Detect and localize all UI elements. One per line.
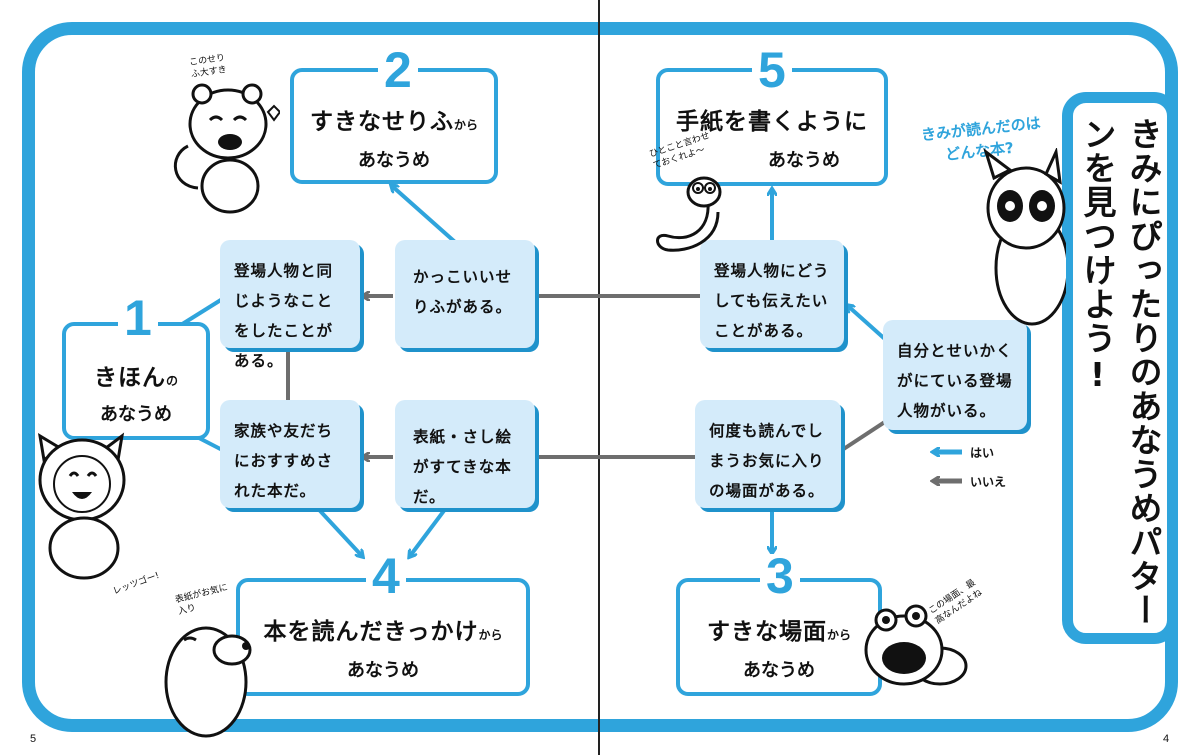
result-5-sub: あなうめ (768, 150, 840, 171)
page-gutter (598, 0, 600, 755)
result-1-sub: あなうめ (100, 404, 172, 425)
result-2-sub: あなうめ (358, 150, 430, 171)
result-2-small: から (453, 118, 478, 132)
result-3-main: すきな場面 (706, 619, 827, 645)
result-3-number: 3 (760, 551, 800, 601)
legend-yes-label: はい (970, 446, 995, 460)
question-q3-text: 何度も読んでしまうお気に入りの場面がある。 (709, 422, 825, 500)
result-1-main: きほん (93, 365, 166, 391)
arrow-yes-q5-r4 (410, 498, 454, 556)
arrow-yes-q1-q2 (848, 306, 888, 342)
question-q5-text: 表紙・さし絵がすてきな本だ。 (413, 428, 513, 506)
arrow-yes-q7-r4 (308, 498, 362, 556)
raccoon-character (173, 83, 280, 214)
question-q6: 登場人物と同じようなことをしたことがある。 (220, 240, 360, 370)
question-q2: 登場人物にどうしても伝えたいことがある。 (700, 240, 844, 348)
result-5: 5 手紙を書くように あなうめ (656, 45, 888, 186)
result-4-sub: あなうめ (347, 660, 419, 681)
result-4: 4 本を読んだきっかけから あなうめ (236, 551, 530, 696)
question-q1-text: 自分とせいかくがにている登場人物がいる。 (897, 342, 1013, 420)
page-number-left: 5 (30, 733, 37, 745)
page-number-right: 4 (1163, 733, 1170, 745)
result-4-small: から (478, 628, 503, 642)
tanuki-character (983, 148, 1066, 326)
question-q4: かっこいいせりふがある。 (395, 240, 535, 348)
question-q7: 家族や友だちにおすすめされた本だ。 (220, 400, 360, 508)
mole-character (164, 626, 252, 738)
worm-character (656, 176, 722, 252)
cat-character (37, 432, 126, 580)
question-q5: 表紙・さし絵がすてきな本だ。 (395, 400, 535, 508)
result-1: 1 きほんの あなうめ (62, 293, 210, 440)
question-q1: 自分とせいかくがにている登場人物がいる。 (883, 320, 1027, 430)
result-2-main: すきなせりふ (309, 109, 454, 135)
result-5-number: 5 (752, 45, 792, 95)
result-4-main: 本を読んだきっかけ (263, 619, 479, 645)
arrow-yes-q4-r2 (392, 186, 466, 252)
result-3: 3 すきな場面から あなうめ (676, 551, 882, 696)
title-panel: きみにぴったりのあなうめパターンを見つけよう! (1062, 92, 1178, 644)
result-1-small: の (165, 374, 178, 388)
question-q3: 何度も読んでしまうお気に入りの場面がある。 (695, 400, 841, 508)
question-q2-text: 登場人物にどうしても伝えたいことがある。 (714, 262, 830, 340)
result-2-number: 2 (378, 45, 418, 95)
result-3-sub: あなうめ (743, 660, 815, 681)
question-q7-text: 家族や友だちにおすすめされた本だ。 (234, 422, 334, 500)
question-q6-text: 登場人物と同じようなことをしたことがある。 (234, 262, 334, 370)
result-2: 2 すきなせりふから あなうめ (290, 45, 498, 184)
result-3-small: から (826, 628, 851, 642)
question-q4-text: かっこいいせりふがある。 (413, 268, 513, 316)
frog-character (864, 604, 968, 686)
result-5-main: 手紙を書くように (676, 109, 868, 135)
legend-no-label: いいえ (970, 475, 1007, 489)
page-title: きみにぴったりのあなうめパターンを見つけよう! (1078, 117, 1163, 627)
result-4-number: 4 (366, 551, 406, 601)
result-1-number: 1 (118, 293, 158, 343)
